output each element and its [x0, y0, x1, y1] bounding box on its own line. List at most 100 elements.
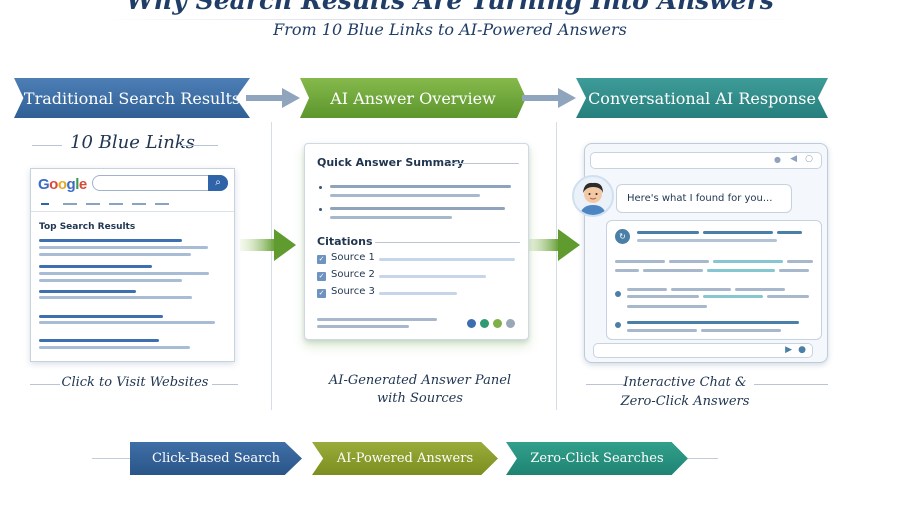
results-section-title: Top Search Results — [39, 222, 136, 232]
result-snippet — [39, 253, 191, 256]
bullet — [319, 186, 322, 189]
tab[interactable] — [109, 203, 123, 205]
response-line — [767, 295, 809, 298]
page-subtitle: From 10 Blue Links to AI-Powered Answers — [273, 20, 627, 39]
color-dot — [467, 319, 476, 328]
ai-overview-caption-line2: with Sources — [377, 391, 463, 406]
citation-source-1[interactable]: Source 1 — [331, 252, 375, 263]
result-link[interactable] — [39, 239, 182, 242]
citation-source-2[interactable]: Source 2 — [331, 269, 375, 280]
stage-banner-traditional: Traditional Search Results — [14, 78, 250, 118]
color-dot — [480, 319, 489, 328]
bullet — [319, 208, 322, 211]
citations-title: Citations — [317, 235, 373, 248]
response-line — [671, 288, 731, 291]
response-line — [615, 269, 639, 272]
checkbox-icon[interactable]: ✓ — [317, 289, 326, 298]
conversational-caption-line1: Interactive Chat & — [623, 375, 747, 390]
title-rule — [375, 242, 520, 243]
column-divider — [556, 122, 557, 410]
result-link[interactable] — [39, 339, 159, 342]
citation-line — [379, 275, 486, 278]
caption-rule — [212, 384, 238, 385]
ai-answer-panel: Quick Answer Summary Citations ✓ Source … — [304, 143, 529, 340]
response-line — [701, 329, 781, 332]
caption-rule — [754, 384, 828, 385]
voice-icon[interactable]: ● — [798, 345, 806, 355]
tab[interactable] — [63, 203, 77, 205]
send-icon[interactable]: ▶ — [785, 345, 792, 355]
result-snippet — [39, 272, 209, 275]
checkbox-icon[interactable]: ✓ — [317, 272, 326, 281]
response-line — [777, 231, 802, 234]
tab[interactable] — [155, 203, 169, 205]
response-line — [703, 295, 763, 298]
tab[interactable] — [86, 203, 100, 205]
response-line — [627, 329, 697, 332]
response-line — [787, 260, 813, 263]
response-line — [735, 288, 785, 291]
response-line — [703, 231, 773, 234]
summary-line — [330, 185, 511, 188]
stage-banner-conversational: Conversational AI Response — [576, 78, 828, 118]
heading-rule — [180, 145, 218, 146]
citation-line — [379, 292, 457, 295]
result-snippet — [39, 296, 192, 299]
tab[interactable] — [132, 203, 146, 205]
summary-line — [330, 207, 505, 210]
chat-bubble: Here's what I found for you... — [616, 184, 792, 213]
bullet — [615, 322, 621, 328]
bullet — [615, 291, 621, 297]
toolbar-divider — [31, 211, 234, 212]
mic-icon[interactable]: ● — [774, 155, 781, 164]
tab-all[interactable] — [41, 203, 49, 205]
chat-header-bar: ● ◀ ○ — [590, 152, 822, 169]
flow-step-zero-click: Zero-Click Searches — [506, 442, 688, 475]
result-link[interactable] — [39, 265, 152, 268]
blue-links-heading: 10 Blue Links — [70, 132, 196, 153]
response-line — [627, 295, 699, 298]
footer-line — [317, 325, 409, 328]
response-line — [643, 269, 703, 272]
response-line — [627, 305, 707, 308]
search-engine-logo: Google — [38, 176, 87, 193]
caption-rule — [30, 384, 60, 385]
checkbox-icon[interactable]: ✓ — [317, 255, 326, 264]
speaker-icon[interactable]: ◀ — [790, 154, 797, 164]
stage-banner-ai-overview: AI Answer Overview — [300, 78, 526, 118]
result-link[interactable] — [39, 315, 163, 318]
response-line — [615, 260, 665, 263]
citation-source-3[interactable]: Source 3 — [331, 286, 375, 297]
summary-title: Quick Answer Summary — [317, 156, 465, 169]
settings-icon[interactable]: ○ — [805, 154, 813, 164]
response-line — [637, 231, 699, 234]
transition-arrow-icon — [240, 229, 296, 261]
response-line — [637, 239, 777, 242]
ai-response-card: ↻ — [606, 220, 822, 340]
flow-line — [688, 458, 718, 459]
search-input[interactable]: ⌕ — [92, 175, 228, 191]
ai-overview-caption-line1: AI-Generated Answer Panel — [328, 373, 512, 388]
result-snippet — [39, 346, 190, 349]
search-icon[interactable]: ⌕ — [208, 175, 228, 191]
result-snippet — [39, 321, 215, 324]
search-results-panel: Google ⌕ Top Search Results — [30, 168, 235, 362]
chat-input[interactable]: ▶ ● — [593, 343, 813, 358]
color-dot — [493, 319, 502, 328]
flow-step-ai-powered: AI-Powered Answers — [312, 442, 498, 475]
arrow-right-icon — [522, 88, 576, 108]
result-snippet — [39, 246, 208, 249]
flow-line — [92, 458, 132, 459]
transition-arrow-icon — [524, 229, 580, 261]
response-line — [707, 269, 775, 272]
traditional-caption: Click to Visit Websites — [61, 375, 209, 390]
result-link[interactable] — [39, 290, 136, 293]
citation-line — [379, 258, 515, 261]
conversational-caption-line2: Zero-Click Answers — [620, 394, 750, 409]
heading-rule — [32, 145, 62, 146]
title-divider — [100, 19, 800, 20]
response-line — [627, 288, 667, 291]
assistant-avatar — [572, 175, 614, 217]
color-dot — [506, 319, 515, 328]
response-line — [713, 260, 783, 263]
